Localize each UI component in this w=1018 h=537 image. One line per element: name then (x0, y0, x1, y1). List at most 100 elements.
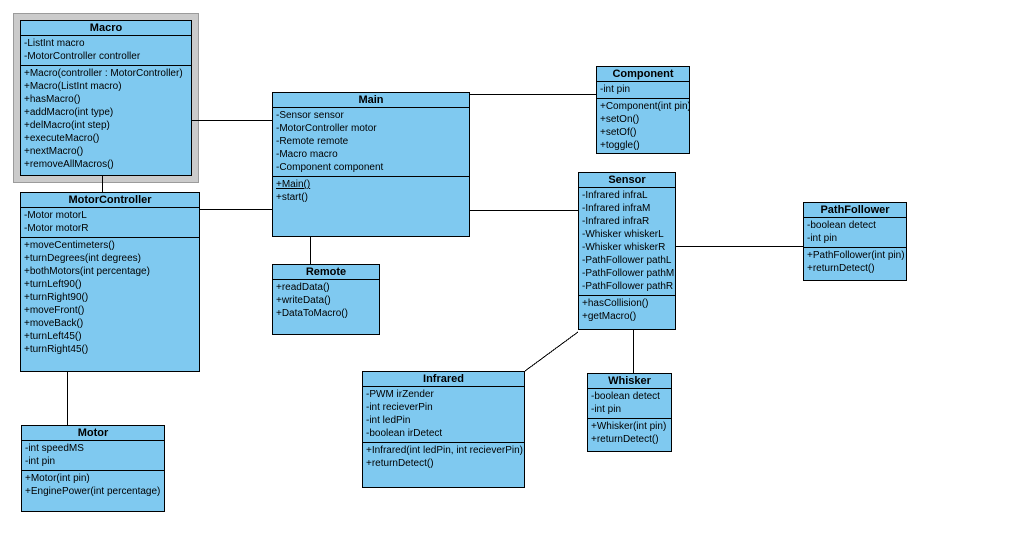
method-text: +turnLeft45() (24, 331, 82, 342)
class-attributes: -int pin (597, 82, 689, 99)
method-text: +readData() (276, 282, 330, 293)
class-methods: +Motor(int pin)+EnginePower(int percenta… (22, 471, 164, 511)
method-text: +turnRight90() (24, 292, 89, 303)
class-attributes: -Sensor sensor -MotorController motor -Rem… (273, 108, 469, 177)
attribute-text: -PathFollower pathL (582, 255, 672, 266)
class-methods: +Macro(controller : MotorController) +Mac… (21, 66, 191, 175)
method-text: +executeMacro() (24, 133, 100, 144)
attribute-text: -Motor motorL (24, 210, 87, 221)
method-text: +moveCentimeters() (24, 240, 115, 251)
attribute-text: -int ledPin (366, 415, 411, 426)
class-methods: +moveCentimeters() +turnDegrees(int degre… (21, 238, 199, 371)
class-methods: +readData() +writeData() +DataToMacro() (273, 280, 379, 334)
method-text: +Component(int pin) (600, 101, 690, 112)
method-text: +hasCollision() (582, 298, 649, 309)
attribute-text: -Sensor sensor (276, 110, 344, 121)
method-text: +Whisker(int pin) (591, 421, 667, 432)
method-text: +DataToMacro() (276, 308, 348, 319)
class-title: Whisker (588, 374, 671, 389)
method-text: +turnLeft90() (24, 279, 82, 290)
class-box-motor[interactable]: Motor -int speedMS -int pin +Motor(int pi… (21, 425, 165, 512)
attribute-text: -int recieverPin (366, 402, 433, 413)
attribute-text: -boolean detect (807, 220, 876, 231)
class-title: MotorController (21, 193, 199, 208)
attribute-text: -MotorController motor (276, 123, 377, 134)
attribute-text: -PathFollower pathM (582, 268, 675, 279)
class-title: Macro (21, 21, 191, 36)
class-methods: +PathFollower(int pin) +returnDetect() (804, 248, 906, 280)
class-methods: +Infrared(int ledPin, int recieverPin)+r… (363, 443, 524, 487)
connector-sensor-infrared[interactable] (524, 331, 579, 372)
method-text: +Macro(ListInt macro) (24, 81, 122, 92)
class-box-infrared[interactable]: Infrared -PWM irZender -int recieverPin -i… (362, 371, 525, 488)
method-text: +toggle() (600, 140, 640, 151)
class-attributes: -PWM irZender -int recieverPin -int ledPin… (363, 387, 524, 443)
class-box-main[interactable]: Main -Sensor sensor -MotorController moto… (272, 92, 470, 237)
class-box-component[interactable]: Component -int pin +Component(int pin) +s… (596, 66, 690, 154)
method-text: +moveBack() (24, 318, 84, 329)
method-text: +writeData() (276, 295, 331, 306)
class-methods: +hasCollision() +getMacro() (579, 296, 675, 329)
method-text: +getMacro() (582, 311, 637, 322)
method-text: +addMacro(int type) (24, 107, 114, 118)
class-box-motorcontroller[interactable]: MotorController -Motor motorL-Motor moto… (20, 192, 200, 372)
attribute-text: -int pin (25, 456, 56, 467)
attribute-text: -boolean irDetect (366, 428, 443, 439)
class-attributes: -boolean detect -int pin (588, 389, 671, 419)
method-text: +setOn() (600, 114, 640, 125)
method-text: +PathFollower(int pin) (807, 250, 905, 261)
class-box-pathfollower[interactable]: PathFollower -boolean detect-int pin +Pa… (803, 202, 907, 281)
attribute-text: -PWM irZender (366, 389, 434, 400)
method-text: +returnDetect() (807, 263, 875, 274)
method-text: +turnRight45() (24, 344, 89, 355)
class-title: Sensor (579, 173, 675, 188)
class-title: Infrared (363, 372, 524, 387)
attribute-text: -int speedMS (25, 443, 84, 454)
method-text: +removeAllMacros() (24, 159, 114, 170)
class-box-sensor[interactable]: Sensor -Infrared infraL-Infrared infraM-… (578, 172, 676, 330)
method-text: +Macro(controller : MotorController) (24, 68, 183, 79)
method-text: +bothMotors(int percentage) (24, 266, 150, 277)
method-text: +moveFront() (24, 305, 85, 316)
attribute-text: -PathFollower pathR (582, 281, 674, 292)
method-text: +hasMacro() (24, 94, 81, 105)
attribute-text: -int pin (807, 233, 838, 244)
class-attributes: -ListInt macro -MotorController controlle… (21, 36, 191, 66)
class-attributes: -Motor motorL -Motor motorR (21, 208, 199, 238)
attribute-text: -Infrared infraM (582, 203, 651, 214)
class-attributes: -Infrared infraL-Infrared infraM-Infrare… (579, 188, 675, 296)
attribute-text: -Whisker whiskerL (582, 229, 664, 240)
method-text: +Infrared(int ledPin, int recieverPin) (366, 445, 524, 456)
attribute-text: -Motor motorR (24, 223, 89, 234)
class-title: Motor (22, 426, 164, 441)
method-text: +returnDetect() (591, 434, 659, 445)
attribute-text: -Infrared infraR (582, 216, 650, 227)
method-text: +turnDegrees(int degrees) (24, 253, 142, 264)
method-text: +nextMacro() (24, 146, 84, 157)
attribute-text: -int pin (591, 404, 622, 415)
class-box-remote[interactable]: Remote +readData() +writeData() +DataToMac… (272, 264, 380, 335)
method-text: +start() (276, 192, 308, 203)
attribute-text: -int pin (600, 84, 631, 95)
method-text: +Main() (276, 179, 311, 190)
class-title: Remote (273, 265, 379, 280)
attribute-text: -MotorController controller (24, 51, 141, 62)
method-text: +delMacro(int step) (24, 120, 110, 131)
class-box-whisker[interactable]: Whisker -boolean detect -int pin +Whisker… (587, 373, 672, 452)
class-box-macro[interactable]: Macro -ListInt macro -MotorController con… (20, 20, 192, 176)
attribute-text: -ListInt macro (24, 38, 85, 49)
class-attributes: -int speedMS -int pin (22, 441, 164, 471)
class-methods: +Main() +start() (273, 177, 469, 236)
attribute-text: -Whisker whiskerR (582, 242, 666, 253)
method-text: +Motor(int pin) (25, 473, 90, 484)
class-title: Main (273, 93, 469, 108)
class-methods: +Whisker(int pin) +returnDetect() (588, 419, 671, 451)
attribute-text: -Remote remote (276, 136, 349, 147)
attribute-text: -boolean detect (591, 391, 660, 402)
method-text: +setOf() (600, 127, 637, 138)
class-attributes: -boolean detect -int pin (804, 218, 906, 248)
attribute-text: -Component component (276, 162, 384, 173)
class-title: Component (597, 67, 689, 82)
